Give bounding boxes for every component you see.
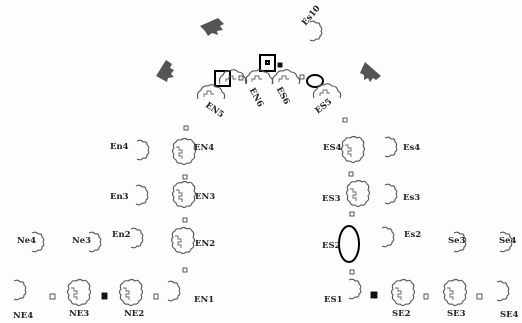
label-es3-outer: Es3 <box>403 193 420 203</box>
label-en1: EN1 <box>194 295 214 305</box>
square-marker-en6-left <box>214 70 231 87</box>
segment-es4-outer <box>384 136 398 158</box>
segment-es2-outer <box>381 226 395 248</box>
wedge-shape-right <box>360 62 381 82</box>
label-ne3: Ne3 <box>72 236 91 246</box>
segment-en2-outer <box>130 227 144 249</box>
ellipse-marker-es5 <box>306 74 324 88</box>
label-en3-outer: En3 <box>110 192 129 202</box>
label-es6: ES6 <box>274 85 292 106</box>
segment-es6 <box>271 69 301 85</box>
label-es3: ES3 <box>322 194 341 204</box>
segment-es3 <box>345 179 371 208</box>
segment-es4 <box>340 135 366 164</box>
label-ne4-lower: NE4 <box>13 311 33 321</box>
label-en4-outer: En4 <box>110 142 129 152</box>
dot-marker-en6 <box>265 60 270 65</box>
label-en6: EN6 <box>247 86 265 109</box>
segment-en1 <box>167 280 181 302</box>
segment-ne2 <box>118 278 144 307</box>
label-en3: EN3 <box>195 192 215 202</box>
segment-en2 <box>170 226 196 255</box>
label-ne2: NE2 <box>124 309 144 319</box>
square-marker-en6-right <box>259 54 276 72</box>
ellipse-marker-es2 <box>338 225 360 263</box>
segment-en4-outer <box>136 139 150 161</box>
segment-es3-outer <box>384 183 398 205</box>
label-es2-outer: Es2 <box>404 230 421 240</box>
label-es1: ES1 <box>324 295 343 305</box>
segment-es1 <box>348 278 362 300</box>
label-se4-upper: Se4 <box>499 236 517 246</box>
segment-se4 <box>496 280 510 302</box>
segment-en3 <box>171 180 197 209</box>
wedge-shape-left <box>156 60 174 82</box>
label-es4: ES4 <box>323 143 342 153</box>
segment-se2 <box>390 278 416 307</box>
label-es4-outer: Es4 <box>403 143 420 153</box>
segment-ne4-lower <box>13 279 27 301</box>
label-se2: SE2 <box>392 309 411 319</box>
label-ne3-lower: NE3 <box>69 309 89 319</box>
label-en5: EN5 <box>203 100 225 120</box>
segment-en4 <box>171 137 197 166</box>
wedge-shape-top-left <box>200 18 224 36</box>
connector-chain <box>49 62 483 300</box>
segment-es10 <box>309 20 323 42</box>
label-se3-upper: Se3 <box>448 236 466 246</box>
segment-ne3-lower <box>66 278 92 307</box>
label-es2: ES2 <box>322 241 341 251</box>
label-se4: SE4 <box>500 310 519 320</box>
label-se3: SE3 <box>447 309 466 319</box>
label-en2: EN2 <box>195 239 215 249</box>
label-en2-outer: En2 <box>112 230 131 240</box>
label-en4: EN4 <box>194 143 214 153</box>
label-es5: ES5 <box>313 97 334 116</box>
segment-en3-outer <box>135 184 149 206</box>
label-ne4: Ne4 <box>17 236 36 246</box>
segment-se3 <box>442 278 468 307</box>
